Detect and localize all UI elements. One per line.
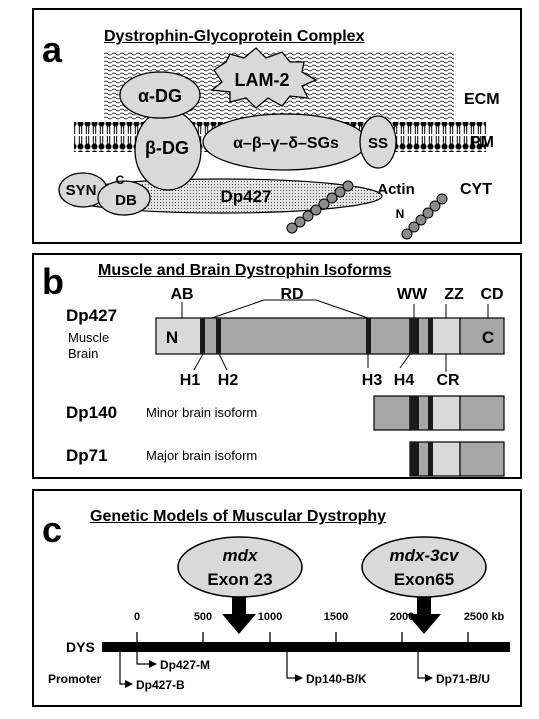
dp140-name: Dp140: [66, 403, 118, 422]
dp140-ww-marks: [410, 396, 433, 430]
panel-a-title: Dystrophin-Glycoprotein Complex: [104, 28, 365, 45]
alpha-dg-label: α-DG: [138, 86, 182, 106]
h2-label: H2: [218, 372, 239, 389]
panel-b: [32, 253, 522, 479]
c-terminus-label: C: [116, 173, 125, 187]
promoter-dp140-bk: Dp140-B/K: [306, 672, 367, 686]
mdx-arrow: [222, 597, 256, 634]
lam2-label: LAM-2: [235, 70, 290, 90]
gene-bar-ticks: [136, 632, 469, 642]
cr-label: CR: [436, 372, 460, 389]
promoter-dp71-bu: Dp71-B/U: [436, 672, 490, 686]
mdx-name: mdx: [223, 546, 260, 565]
dys-gene-bar: [102, 642, 510, 652]
dp427-desc-brain: Brain: [68, 346, 99, 361]
dys-label: DYS: [66, 639, 95, 655]
dp427-name: Dp427: [66, 306, 118, 325]
mdx-exon: Exon 23: [207, 570, 272, 589]
ss-label: SS: [368, 135, 388, 152]
dp427-c-label: C: [482, 328, 494, 347]
zz-label: ZZ: [444, 286, 464, 303]
panel-c-letter: c: [42, 509, 63, 550]
actin-label: Actin: [377, 181, 415, 198]
panel-b-title: Muscle and Brain Dystrophin Isoforms: [98, 262, 392, 279]
cyt-label: CYT: [460, 181, 492, 198]
tick-label-1500: 1500: [324, 611, 348, 623]
mdx-3cv-exon: Exon65: [394, 570, 454, 589]
panel-c-title: Genetic Models of Muscular Dystrophy: [90, 508, 387, 525]
tick-label-0: 0: [134, 611, 140, 623]
promoter-label: Promoter: [48, 672, 102, 686]
syn-label: SYN: [66, 182, 97, 199]
dp140-desc: Minor brain isoform: [146, 405, 258, 420]
ecm-label: ECM: [464, 91, 500, 108]
tick-label-500: 500: [194, 611, 212, 623]
mdx-3cv-name: mdx-3cv: [390, 546, 461, 565]
panel-b-letter: b: [42, 261, 64, 302]
mdx-3cv-arrow: [407, 597, 441, 634]
rd-label: RD: [280, 286, 303, 303]
sgs-label: α–β–γ–δ–SGs: [233, 135, 339, 152]
cd-label: CD: [480, 286, 503, 303]
promoter-dp427-m: Dp427-M: [160, 658, 210, 672]
promoter-dp427-b: Dp427-B: [136, 678, 185, 692]
dp427-hinge-marks: [200, 318, 433, 354]
ss-oval: [359, 115, 397, 169]
tick-label-1000: 1000: [258, 611, 282, 623]
dp427-desc-muscle: Muscle: [68, 330, 110, 345]
alpha-dg-oval: [119, 71, 201, 119]
h4-label: H4: [394, 372, 415, 389]
ab-label: AB: [170, 286, 193, 303]
db-label: DB: [115, 192, 137, 209]
pm-label: PM: [470, 134, 494, 151]
tick-label-2500: 2500 kb: [464, 611, 505, 623]
dp427-label: Dp427: [220, 187, 271, 206]
db-oval: [97, 180, 151, 216]
beta-dg-label: β-DG: [145, 138, 189, 158]
ww-label: WW: [397, 286, 428, 303]
dp71-name: Dp71: [66, 446, 108, 465]
domain-callout-lines: [181, 299, 489, 372]
promoter-arrows: [119, 652, 426, 685]
actin-filaments: [286, 180, 448, 240]
h3-label: H3: [362, 372, 383, 389]
dp427-n-label: N: [166, 328, 178, 347]
promoter-arrowheads: [125, 660, 433, 688]
h1-label: H1: [180, 372, 201, 389]
panel-c: [32, 489, 522, 707]
lam2-starburst: [210, 47, 318, 109]
tick-label-2000: 2000: [390, 611, 414, 623]
panel-a-letter: a: [42, 29, 63, 70]
dp71-desc: Major brain isoform: [146, 448, 258, 463]
dp71-ww-marks: [410, 442, 433, 476]
n-terminus-label: N: [396, 207, 405, 221]
